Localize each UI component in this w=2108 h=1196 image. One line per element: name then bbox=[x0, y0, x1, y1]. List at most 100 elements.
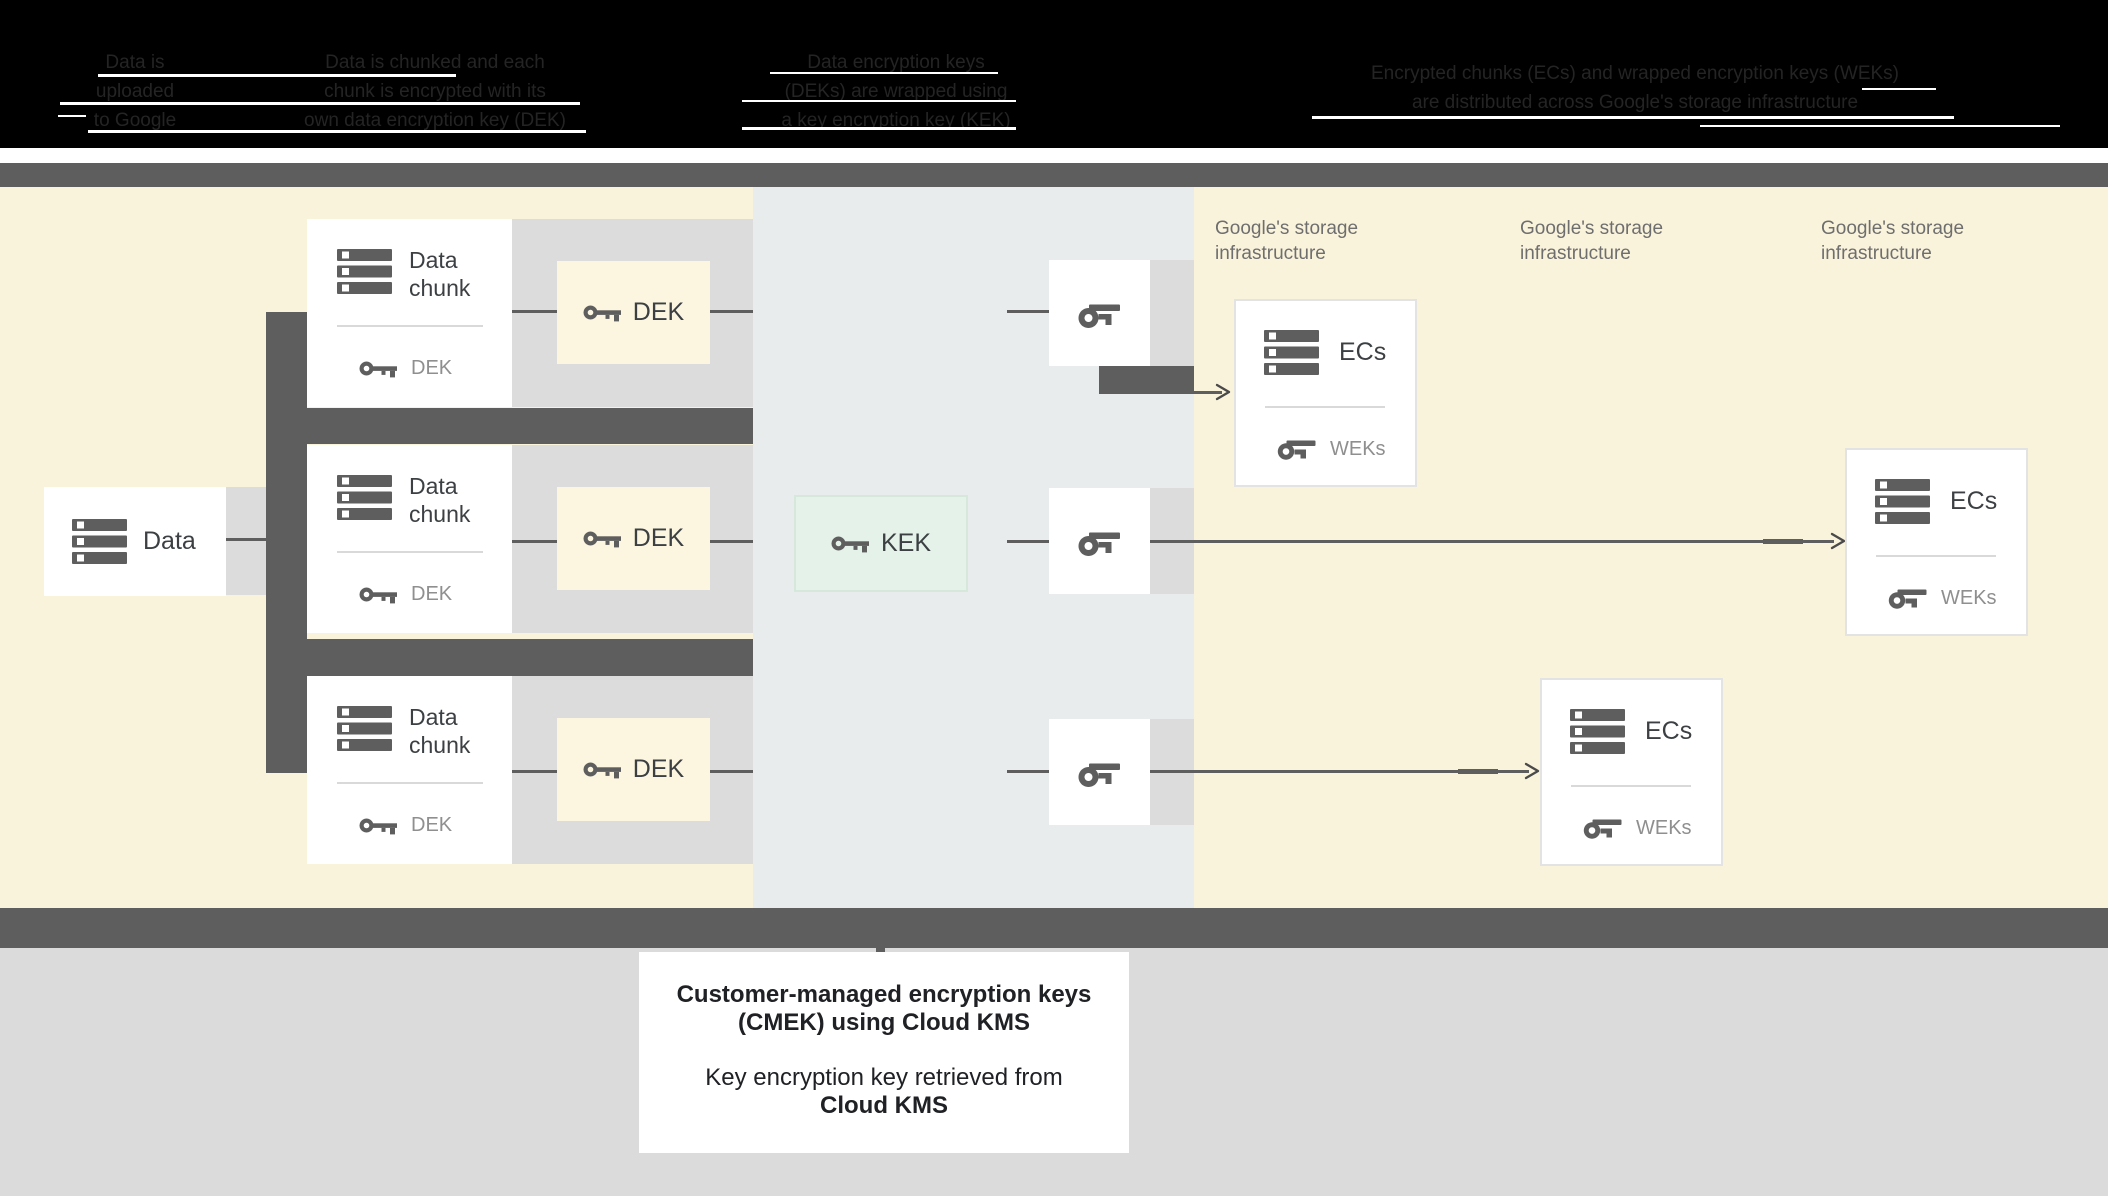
weks-label: WEKs bbox=[1330, 437, 1386, 460]
divider bbox=[337, 782, 483, 784]
storage-stack-icon bbox=[337, 475, 392, 520]
dek-box-label: DEK bbox=[632, 298, 685, 326]
dek-box: DEK bbox=[557, 487, 710, 590]
chunk-dek-label: DEK bbox=[411, 813, 453, 836]
glitch-streak bbox=[1862, 88, 1936, 90]
glitch-streak bbox=[60, 102, 580, 105]
header-step-line: Data is chunked and each bbox=[325, 52, 545, 73]
key-icon bbox=[1078, 532, 1120, 556]
glitch-streak bbox=[1700, 125, 2060, 127]
key-icon bbox=[1078, 763, 1120, 787]
ec-box: ECs WEKs bbox=[1845, 448, 2028, 636]
header-step-line: to Google bbox=[93, 110, 177, 131]
key-icon bbox=[359, 587, 397, 603]
divider bbox=[337, 325, 483, 327]
bottom-divider-band bbox=[0, 908, 2108, 948]
connector-line bbox=[710, 310, 753, 313]
dek-box-label: DEK bbox=[632, 524, 685, 552]
key-icon bbox=[831, 536, 869, 553]
key-box-tab bbox=[1150, 260, 1194, 366]
arrow-line bbox=[1150, 540, 1834, 543]
ec-box: ECs WEKs bbox=[1540, 678, 1723, 866]
chunk-trunk-bar bbox=[266, 312, 307, 773]
connector-line bbox=[512, 310, 557, 313]
connector-line bbox=[1007, 310, 1049, 313]
storage-stack-icon bbox=[337, 706, 392, 751]
connector-line bbox=[710, 770, 753, 773]
divider bbox=[1876, 555, 1996, 557]
header-step-line: are distributed across Google's storage … bbox=[1411, 92, 1859, 113]
header-step-distribution: Encrypted chunks (ECs) and wrapped encry… bbox=[1295, 59, 1975, 117]
divider bbox=[337, 551, 483, 553]
glitch-streak bbox=[742, 100, 1016, 102]
dek-box-label: DEK bbox=[632, 755, 685, 783]
arrowhead-icon bbox=[1524, 762, 1540, 780]
arrow-line bbox=[1150, 770, 1529, 773]
key-icon bbox=[1888, 589, 1927, 609]
top-divider-band bbox=[0, 163, 2108, 187]
connector-line bbox=[512, 770, 557, 773]
chunk-dek-label: DEK bbox=[411, 356, 453, 379]
callout-title: Customer-managed encryption keys (CMEK) … bbox=[676, 981, 1092, 1036]
glitch-streak bbox=[1312, 116, 1954, 119]
header-step-upload: Data is uploaded to Google bbox=[35, 48, 235, 135]
ec-box-label: ECs bbox=[1645, 717, 1693, 745]
key-icon bbox=[583, 531, 621, 548]
storage-stack-icon bbox=[1875, 479, 1930, 524]
callout-subtitle: Key encryption key retrieved from Cloud … bbox=[705, 1064, 1063, 1119]
glitch-streak bbox=[770, 72, 998, 74]
chunk-branch-band bbox=[266, 639, 753, 676]
arrow-line bbox=[1194, 391, 1222, 394]
header-step-line: (DEKs) are wrapped using bbox=[784, 81, 1008, 102]
header-step-wrapping: Data encryption keys (DEKs) are wrapped … bbox=[741, 48, 1051, 135]
connector-line bbox=[1007, 770, 1049, 773]
dek-box: DEK bbox=[557, 718, 710, 821]
divider bbox=[1571, 785, 1691, 787]
distribution-pipe bbox=[1099, 366, 1194, 394]
connector-line bbox=[1007, 540, 1049, 543]
key-icon bbox=[359, 818, 397, 834]
key-icon bbox=[1583, 819, 1622, 839]
key-icon bbox=[583, 762, 621, 779]
ec-box-label: ECs bbox=[1339, 338, 1387, 366]
header-step-line: Data is bbox=[105, 52, 165, 73]
weks-label: WEKs bbox=[1636, 816, 1692, 839]
header-step-line: a key encryption key (KEK) bbox=[781, 110, 1011, 131]
weks-label: WEKs bbox=[1941, 586, 1997, 609]
arrow-line-thick bbox=[1458, 769, 1498, 774]
wrap-key-box bbox=[1049, 260, 1150, 366]
ec-box: ECs WEKs bbox=[1234, 299, 1417, 487]
callout-pointer-notch bbox=[876, 948, 885, 954]
connector-line bbox=[710, 540, 753, 543]
header-step-chunking: Data is chunked and each chunk is encryp… bbox=[280, 48, 590, 135]
key-icon bbox=[1078, 304, 1120, 328]
header-step-line: Encrypted chunks (ECs) and wrapped encry… bbox=[1371, 63, 1899, 84]
connector-line bbox=[226, 538, 267, 541]
kek-box: KEK bbox=[794, 495, 968, 592]
glitch-streak bbox=[88, 130, 586, 133]
key-icon bbox=[359, 361, 397, 377]
key-icon bbox=[1277, 440, 1316, 460]
wrap-key-box bbox=[1049, 719, 1150, 825]
connector-line bbox=[512, 540, 557, 543]
callout-box: Customer-managed encryption keys (CMEK) … bbox=[639, 952, 1129, 1153]
storage-stack-icon bbox=[1264, 330, 1319, 375]
key-icon bbox=[583, 305, 621, 322]
ec-box-label: ECs bbox=[1950, 487, 1998, 515]
wrap-key-box bbox=[1049, 488, 1150, 594]
data-connector-block bbox=[226, 487, 266, 595]
glitch-streak bbox=[98, 74, 456, 77]
data-box-label: Data bbox=[143, 527, 196, 555]
storage-stack-icon bbox=[72, 519, 127, 564]
header-step-line: uploaded bbox=[95, 81, 175, 102]
